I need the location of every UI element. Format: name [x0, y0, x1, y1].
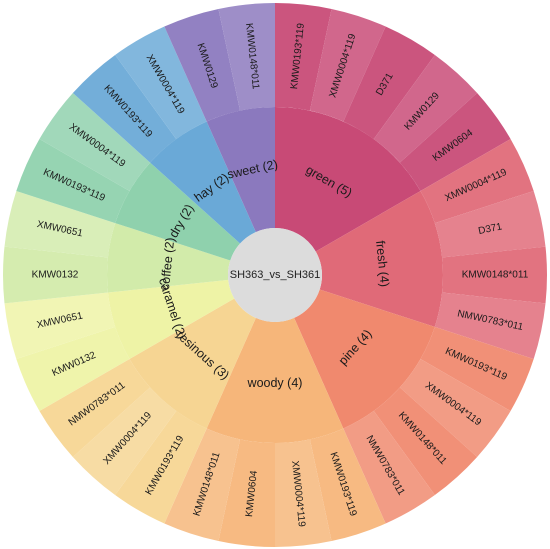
item-segment-pine-2: [373, 387, 478, 496]
category-label-woody: woody (4): [247, 376, 303, 390]
item-segment-dry-0: [16, 139, 130, 224]
category-segment-fresh: [315, 191, 444, 327]
category-segment-dry: [115, 162, 241, 261]
item-segment-resinous-0: [115, 410, 207, 524]
item-segment-fresh-3: [434, 292, 546, 360]
item-segment-woody-0: [309, 428, 386, 542]
item-segment-pine-3: [343, 410, 435, 524]
item-segment-caramel-0: [16, 326, 130, 411]
item-label-coffee-0: KMW0132: [32, 270, 79, 281]
center-circle: [228, 228, 322, 322]
item-segment-green-1: [309, 8, 386, 122]
category-segment-green: [275, 107, 421, 252]
inner-ring: [106, 107, 444, 444]
item-segment-fresh-1: [434, 190, 546, 258]
item-segment-coffee-0: [3, 246, 108, 304]
item-segment-caramel-1: [4, 292, 116, 360]
item-segment-sweet-1: [218, 3, 275, 111]
category-label-coffee: coffee (2): [158, 237, 177, 291]
item-segment-pine-1: [399, 359, 511, 458]
item-segment-fresh-0: [420, 139, 534, 224]
item-segment-resinous-1: [72, 387, 177, 496]
item-segment-fresh-2: [442, 246, 547, 304]
item-label-fresh-1: D371: [477, 221, 503, 237]
item-segment-green-0: [275, 3, 332, 111]
item-segment-hay-1: [115, 26, 207, 140]
outer-ring: [3, 3, 547, 547]
item-segment-green-4: [399, 92, 511, 191]
item-segment-woody-2: [218, 439, 275, 547]
category-segment-resinous: [129, 298, 256, 429]
category-segment-woody: [206, 317, 344, 444]
item-segment-green-2: [343, 26, 435, 140]
item-segment-sweet-0: [164, 8, 241, 122]
item-segment-resinous-2: [39, 359, 151, 458]
item-label-woody-2: KMW0604: [244, 470, 260, 518]
category-segment-hay: [150, 121, 256, 244]
category-segment-pine: [294, 289, 435, 429]
item-segment-dry-1: [39, 92, 151, 191]
item-segment-woody-1: [275, 439, 332, 547]
item-segment-woody-3: [164, 428, 241, 542]
item-segment-pine-0: [420, 326, 534, 411]
item-label-fresh-2: KMW0148*011: [462, 270, 529, 281]
category-segment-coffee: [106, 223, 231, 293]
item-segment-coffee-1: [4, 190, 116, 258]
item-segment-hay-0: [72, 54, 177, 163]
category-segment-caramel: [107, 279, 235, 359]
item-segment-green-3: [373, 54, 478, 163]
category-segment-sweet: [206, 107, 275, 233]
category-label-fresh: fresh (4): [373, 240, 392, 288]
center-label: SH363_vs_SH361: [230, 269, 321, 281]
